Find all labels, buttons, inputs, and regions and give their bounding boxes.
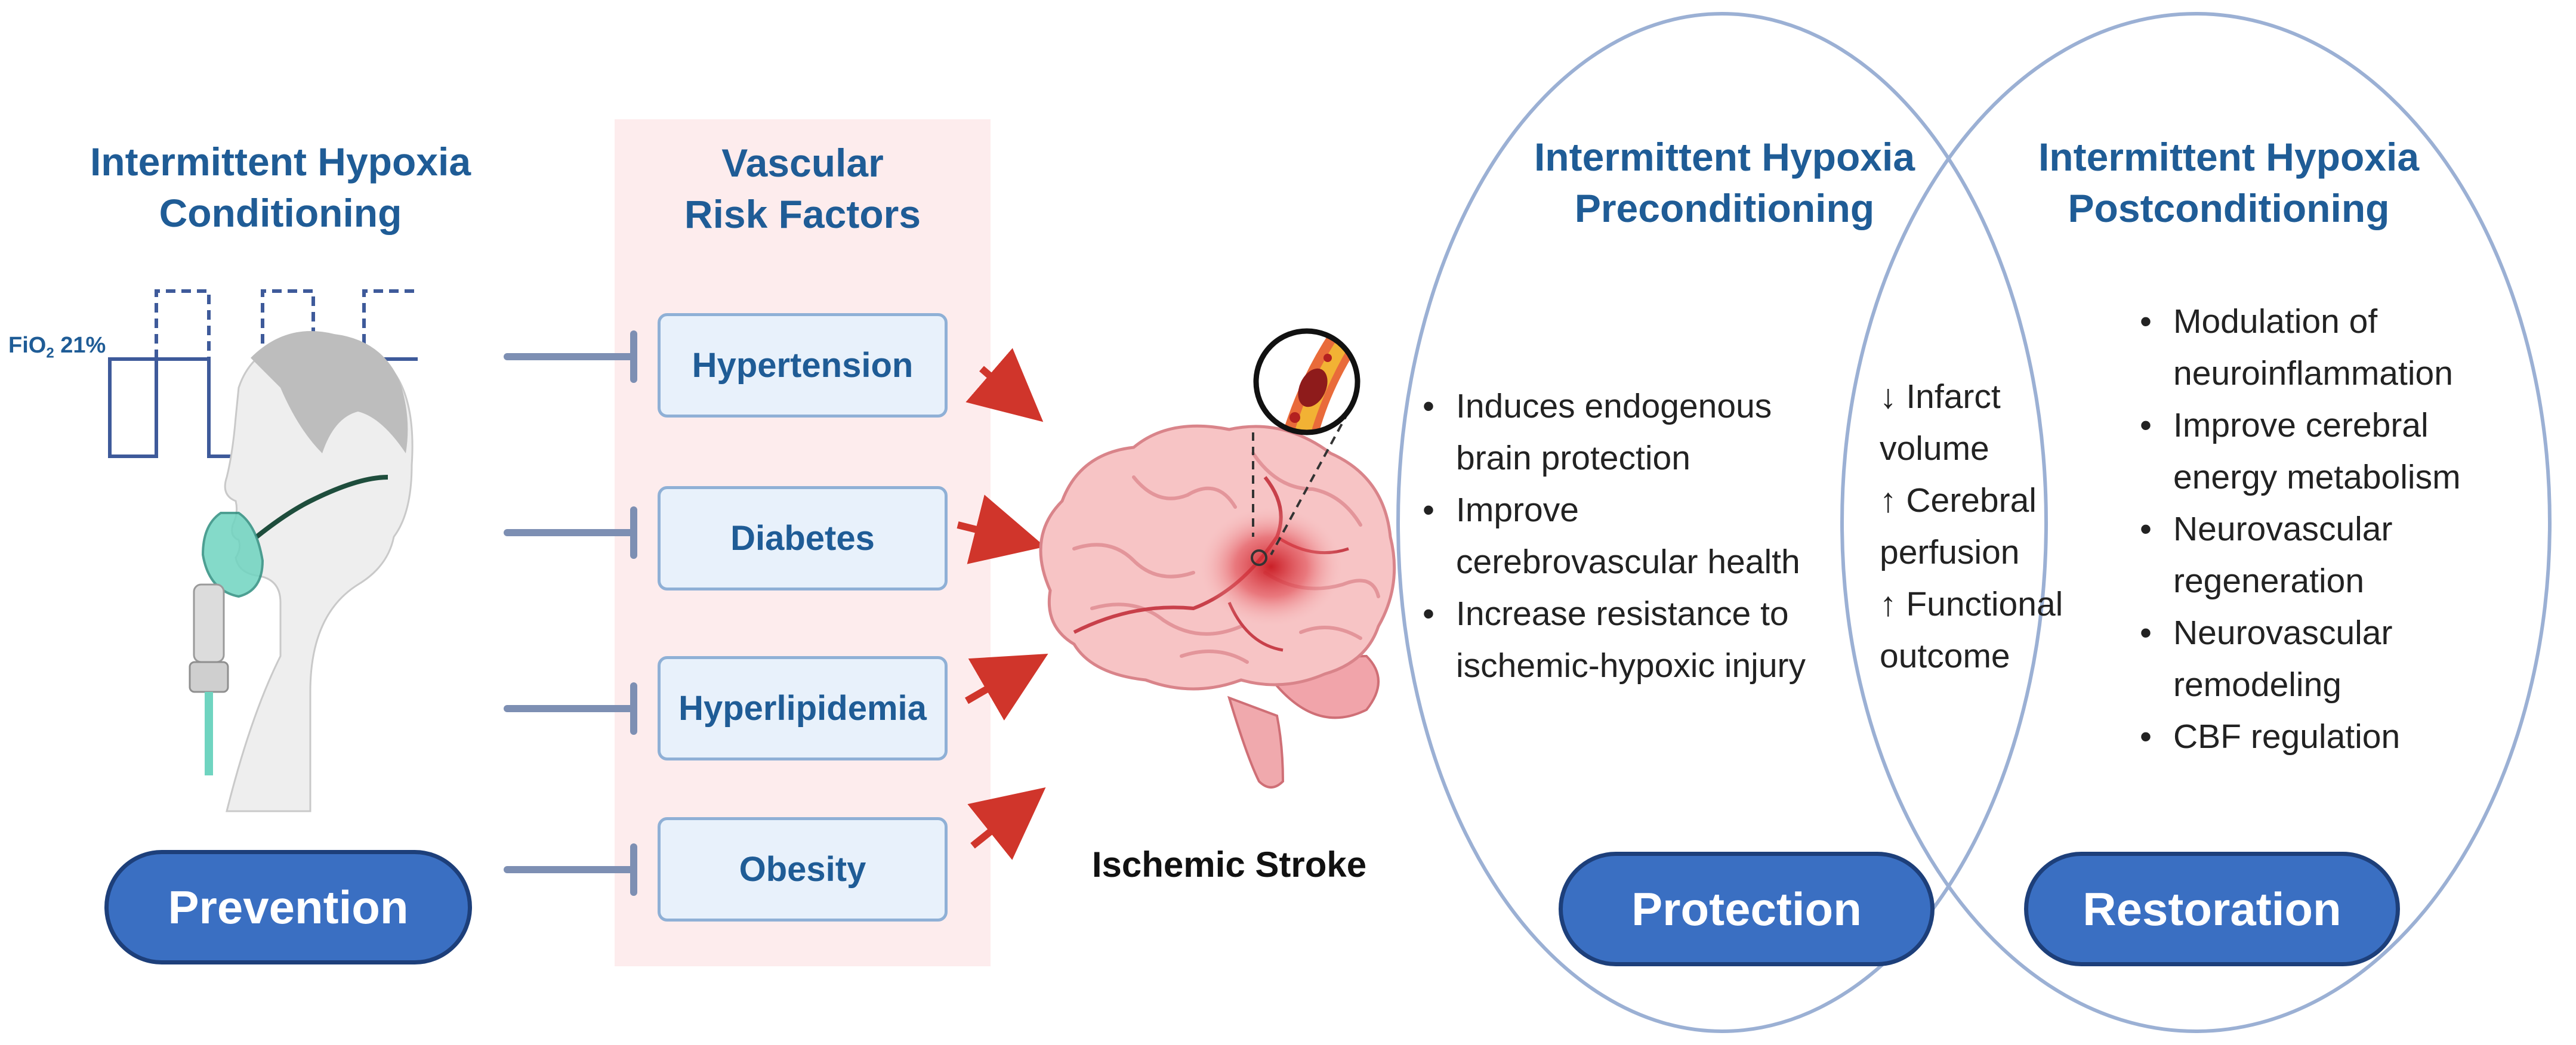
preconditioning-title-line2: Preconditioning: [1574, 186, 1875, 230]
fio2-label: FiO2 21%: [8, 333, 106, 362]
bullet-line: Neurovascular: [2173, 614, 2393, 652]
postconditioning-bullet: Improve cerebral energy metabolism: [2136, 400, 2548, 503]
postconditioning-bullet: CBF regulation: [2136, 711, 2548, 763]
postconditioning-title-line1: Intermittent Hypoxia: [2038, 135, 2420, 179]
ischemic-stroke-label: Ischemic Stroke: [1091, 845, 1367, 885]
bullet-line: brain protection: [1456, 439, 1690, 477]
bullet-line: neuroinflammation: [2173, 354, 2453, 392]
overlap-outcomes: ↓ Infarct volume ↑ Cerebral perfusion ↑ …: [1880, 371, 2094, 682]
protection-pill: Protection: [1559, 852, 1935, 966]
inhibition-lines: [504, 330, 637, 896]
overlap-line: ↑ Functional: [1880, 585, 2063, 623]
postconditioning-bullets: Modulation of neuroinflammation Improve c…: [2136, 296, 2548, 763]
postconditioning-title: Intermittent Hypoxia Postconditioning: [1984, 131, 2473, 234]
overlap-line: volume: [1880, 429, 1989, 468]
postconditioning-bullet: Modulation of neuroinflammation: [2136, 296, 2548, 400]
risk-factor-diabetes: Diabetes: [658, 486, 948, 590]
prevention-pill: Prevention: [104, 850, 472, 964]
prevention-title: Intermittent Hypoxia Conditioning: [36, 136, 525, 239]
risk-arrows: [957, 348, 1048, 860]
risk-factors-title: Vascular Risk Factors: [621, 137, 985, 240]
postconditioning-title-line2: Postconditioning: [2068, 186, 2390, 230]
postconditioning-bullet: Neurovascular regeneration: [2136, 503, 2548, 607]
overlap-line: perfusion: [1880, 533, 2020, 571]
bullet-line: Increase resistance to: [1456, 595, 1789, 633]
bullet-line: energy metabolism: [2173, 458, 2461, 496]
bullet-line: Modulation of: [2173, 302, 2378, 341]
bullet-line: remodeling: [2173, 666, 2341, 704]
bullet-line: Improve cerebral: [2173, 406, 2429, 444]
bullet-line: cerebrovascular health: [1456, 543, 1800, 581]
preconditioning-ellipse: [1396, 12, 2048, 1033]
brain-illustration: [1039, 424, 1396, 789]
preconditioning-title: Intermittent Hypoxia Preconditioning: [1480, 131, 1969, 234]
bullet-line: Neurovascular: [2173, 510, 2393, 548]
preconditioning-title-line1: Intermittent Hypoxia: [1534, 135, 1915, 179]
fio2-subscript: 2: [46, 345, 54, 361]
preconditioning-bullet: Induces endogenous brain protection: [1419, 381, 1849, 484]
clot-magnifier-illustration: [1251, 328, 1361, 566]
prevention-title-line2: Conditioning: [159, 191, 402, 235]
preconditioning-bullets: Induces endogenous brain protection Impro…: [1419, 381, 1849, 692]
overlap-line: ↓ Infarct: [1880, 378, 2001, 416]
risk-factor-hyperlipidemia: Hyperlipidemia: [658, 656, 948, 760]
bullet-line: CBF regulation: [2173, 718, 2401, 756]
preconditioning-bullet: Increase resistance to ischemic-hypoxic i…: [1419, 588, 1849, 692]
risk-factor-hypertension: Hypertension: [658, 313, 948, 418]
overlap-line: outcome: [1880, 637, 2010, 675]
fio2-value: 21%: [54, 333, 106, 358]
postconditioning-bullet: Neurovascular remodeling: [2136, 607, 2548, 711]
bullet-line: ischemic-hypoxic injury: [1456, 647, 1806, 685]
risk-factor-obesity: Obesity: [658, 817, 948, 922]
preconditioning-bullet: Improve cerebrovascular health: [1419, 484, 1849, 588]
bullet-line: Induces endogenous: [1456, 387, 1772, 425]
fio2-text: FiO: [8, 333, 47, 358]
bullet-line: regeneration: [2173, 562, 2365, 600]
risk-factors-title-line2: Risk Factors: [684, 192, 921, 236]
overlap-line: ↑ Cerebral: [1880, 481, 2037, 520]
risk-factors-title-line1: Vascular: [721, 141, 884, 185]
prevention-title-line1: Intermittent Hypoxia: [90, 140, 471, 184]
person-oxygen-mask-illustration: [189, 331, 414, 812]
restoration-pill: Restoration: [2024, 852, 2400, 966]
bullet-line: Improve: [1456, 491, 1579, 529]
